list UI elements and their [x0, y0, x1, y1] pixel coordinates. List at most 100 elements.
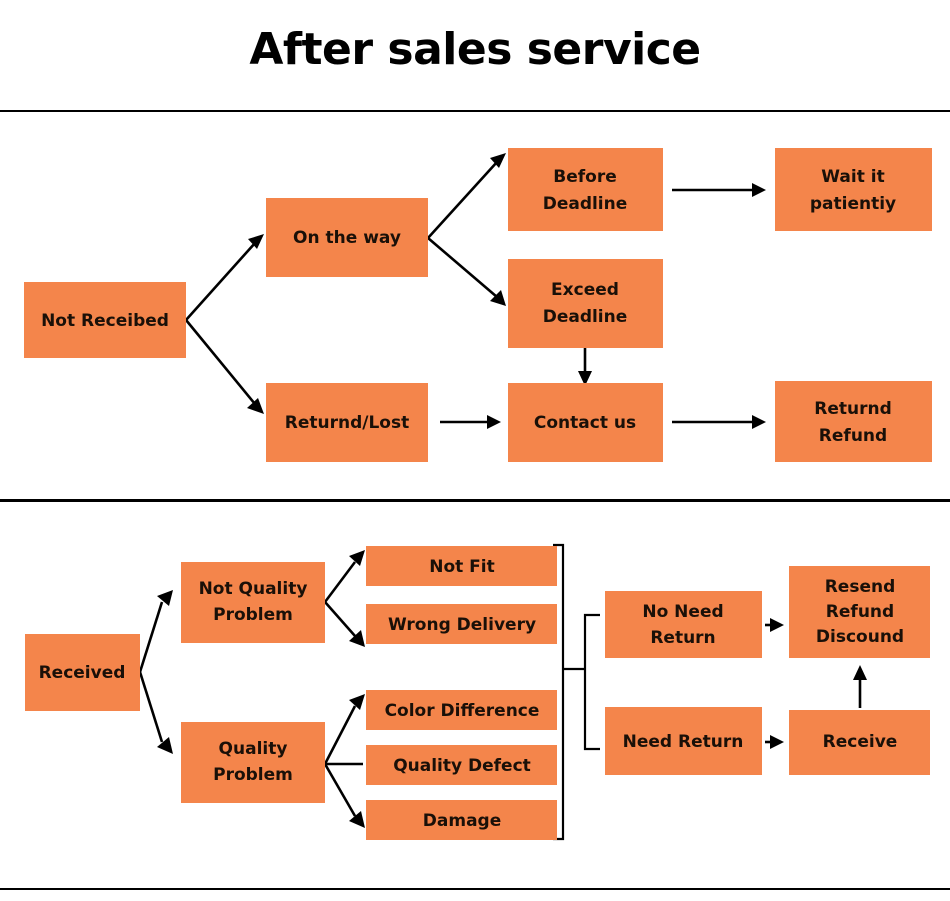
- node-no-need-return[interactable]: No Need Return: [605, 591, 762, 658]
- arrowhead-not-fit: [349, 550, 365, 566]
- node-received[interactable]: Received: [25, 634, 140, 711]
- node-not-fit-box[interactable]: [366, 546, 557, 586]
- node-color-difference-box[interactable]: [366, 690, 557, 730]
- node-wrong-delivery-box[interactable]: [366, 604, 557, 644]
- node-contact-us[interactable]: Contact us: [508, 383, 663, 462]
- node-wrong-delivery-label: Wrong Delivery: [388, 615, 536, 635]
- node-on-the-way-label: On the way: [293, 228, 401, 248]
- arrowhead-contact-us-top: [578, 371, 592, 386]
- node-returnd-lost[interactable]: Returnd/Lost: [266, 383, 428, 462]
- node-resend-refund-discound-label-1: Resend: [825, 577, 896, 597]
- edge-qp-to-color-difference: [323, 705, 357, 765]
- node-no-need-return-label-2: Return: [650, 628, 715, 648]
- arrowhead-not-quality-problem: [157, 590, 173, 606]
- node-no-need-return-box[interactable]: [605, 591, 762, 658]
- node-damage[interactable]: Damage: [366, 800, 557, 840]
- node-returnd-refund[interactable]: Returnd Refund: [775, 381, 932, 462]
- node-not-fit[interactable]: Not Fit: [366, 546, 557, 586]
- node-exceed-deadline-box[interactable]: [508, 259, 663, 348]
- connector-group-section2: [138, 543, 867, 841]
- edge-received-to-quality-problem: [138, 671, 164, 743]
- node-receive[interactable]: Receive: [789, 710, 930, 775]
- flowchart-section-not-received: Not Receibed On the way Returnd/Lost Bef…: [24, 148, 932, 462]
- node-wait-it-patientiy-label-1: Wait it: [821, 167, 884, 187]
- node-received-label: Received: [39, 663, 126, 683]
- node-need-return-box[interactable]: [605, 707, 762, 775]
- node-not-quality-problem-box[interactable]: [181, 562, 325, 643]
- node-receive-box[interactable]: [789, 710, 930, 775]
- node-returnd-lost-label: Returnd/Lost: [285, 413, 409, 433]
- divider-top: [0, 110, 950, 112]
- node-quality-problem[interactable]: Quality Problem: [181, 722, 325, 803]
- node-resend-refund-discound[interactable]: Resend Refund Discound: [789, 566, 930, 658]
- bracket-all-issues: [553, 543, 565, 841]
- arrowhead-exceed-deadline: [490, 290, 506, 306]
- node-before-deadline[interactable]: Before Deadline: [508, 148, 663, 231]
- node-received-box[interactable]: [25, 634, 140, 711]
- node-damage-box[interactable]: [366, 800, 557, 840]
- node-quality-problem-label-2: Problem: [213, 765, 293, 785]
- node-quality-defect[interactable]: Quality Defect: [366, 745, 557, 785]
- node-contact-us-label: Contact us: [534, 413, 636, 433]
- node-exceed-deadline-label-2: Deadline: [543, 307, 628, 327]
- arrowhead-damage: [349, 811, 365, 828]
- node-before-deadline-label-1: Before: [553, 167, 616, 187]
- arrowhead-quality-problem: [157, 737, 173, 754]
- node-quality-problem-box[interactable]: [181, 722, 325, 803]
- node-wait-it-patientiy-label-2: patientiy: [810, 194, 896, 214]
- divider-bottom: [0, 888, 950, 890]
- node-not-quality-problem-label-2: Problem: [213, 605, 293, 625]
- node-color-difference[interactable]: Color Difference: [366, 690, 557, 730]
- node-quality-defect-box[interactable]: [366, 745, 557, 785]
- node-wait-it-patientiy-box[interactable]: [775, 148, 932, 231]
- arrowhead-color-difference: [349, 694, 365, 710]
- node-before-deadline-label-2: Deadline: [543, 194, 628, 214]
- node-exceed-deadline-label-1: Exceed: [551, 280, 619, 300]
- arrowhead-returnd-lost: [247, 398, 264, 414]
- flowchart-section-received: Received Not Quality Problem Quality Pro…: [25, 543, 930, 841]
- arrowhead-on-the-way: [248, 234, 264, 249]
- node-color-difference-label: Color Difference: [385, 701, 540, 721]
- arrowhead-resend-refund-discound: [770, 618, 784, 632]
- bracket-return-branch: [583, 613, 600, 751]
- node-quality-problem-label-1: Quality: [219, 739, 288, 759]
- node-returnd-refund-label-2: Refund: [819, 426, 887, 446]
- node-wait-it-patientiy[interactable]: Wait it patientiy: [775, 148, 932, 231]
- node-damage-label: Damage: [423, 811, 501, 831]
- node-returnd-lost-box[interactable]: [266, 383, 428, 462]
- arrowhead-receive: [770, 735, 784, 749]
- node-contact-us-box[interactable]: [508, 383, 663, 462]
- arrowhead-returnd-refund: [752, 415, 766, 429]
- node-resend-refund-discound-label-3: Discound: [816, 627, 904, 647]
- connector-group-section1: [184, 153, 766, 429]
- node-need-return-label: Need Return: [623, 732, 744, 752]
- node-resend-refund-discound-label-2: Refund: [826, 602, 894, 622]
- node-resend-refund-discound-box[interactable]: [789, 566, 930, 658]
- edge-not-receibed-to-on-the-way: [185, 242, 256, 321]
- edge-not-receibed-to-returnd-lost: [184, 319, 257, 405]
- node-before-deadline-box[interactable]: [508, 148, 663, 231]
- node-returnd-refund-box[interactable]: [775, 381, 932, 462]
- arrowhead-wrong-delivery: [349, 630, 365, 647]
- edge-nqp-to-wrong-delivery: [324, 601, 356, 637]
- arrowhead-before-deadline: [490, 153, 506, 168]
- arrowhead-resend-from-receive: [853, 665, 867, 680]
- node-not-receibed-box[interactable]: [24, 282, 186, 358]
- edge-on-the-way-to-exceed-deadline: [427, 237, 498, 298]
- arrowhead-wait-it-patientiy: [752, 183, 766, 197]
- node-on-the-way[interactable]: On the way: [266, 198, 428, 277]
- node-not-quality-problem-label-1: Not Quality: [199, 579, 308, 599]
- edge-qp-to-damage: [323, 763, 357, 817]
- node-on-the-way-box[interactable]: [266, 198, 428, 277]
- node-not-receibed[interactable]: Not Receibed: [24, 282, 186, 358]
- edge-received-to-not-quality-problem: [138, 601, 164, 673]
- node-exceed-deadline[interactable]: Exceed Deadline: [508, 259, 663, 348]
- node-not-quality-problem[interactable]: Not Quality Problem: [181, 562, 325, 643]
- arrowhead-contact-us-left: [487, 415, 501, 429]
- page-title: After sales service: [249, 24, 701, 75]
- node-need-return[interactable]: Need Return: [605, 707, 762, 775]
- node-not-receibed-label: Not Receibed: [41, 311, 169, 331]
- node-not-fit-label: Not Fit: [429, 557, 495, 577]
- node-wrong-delivery[interactable]: Wrong Delivery: [366, 604, 557, 644]
